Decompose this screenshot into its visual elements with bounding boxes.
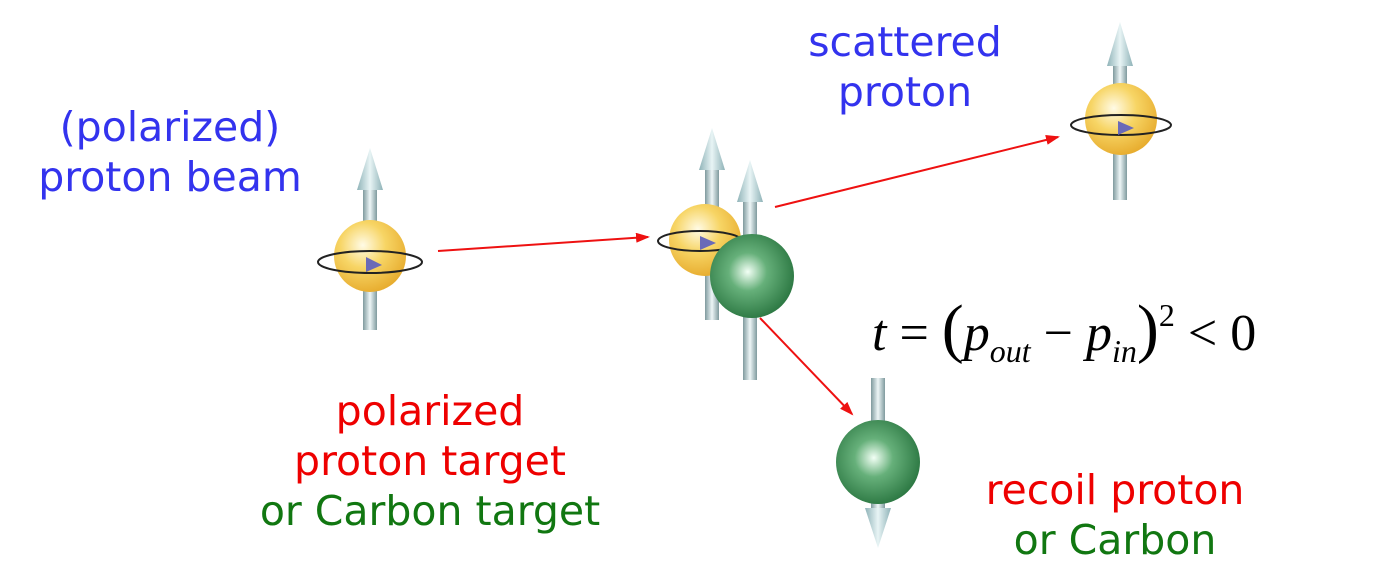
target-label-line2: proton target: [294, 437, 566, 485]
formula-t: t: [872, 305, 887, 362]
scattered-label-line2: proton: [837, 68, 973, 116]
formula-open-paren: (: [941, 292, 964, 365]
recoil-track: [759, 317, 854, 416]
scattered-proton-track: [774, 135, 1060, 208]
beam-label-line2: proton beam: [38, 153, 302, 201]
beam-proton: [317, 148, 423, 330]
incoming-beam-track: [437, 232, 650, 252]
recoil-label-line2: or Carbon: [1013, 516, 1217, 564]
formula-sub-in: in: [1111, 333, 1137, 369]
recoil-particle: [836, 378, 920, 548]
target-label-line3: or Carbon target: [259, 487, 601, 535]
beam-label: (polarized) proton beam: [20, 102, 320, 202]
formula-sub-out: out: [989, 333, 1031, 369]
recoil-label-line1: recoil proton: [985, 466, 1245, 514]
beam-label-line1: (polarized): [59, 103, 281, 151]
target-label: polarized proton target or Carbon target: [210, 386, 650, 536]
formula-minus: −: [1043, 305, 1073, 362]
scattered-label: scattered proton: [780, 17, 1030, 117]
formula-zero: 0: [1230, 305, 1257, 362]
formula-close-paren: ): [1136, 292, 1159, 365]
target-carbon: [710, 160, 794, 380]
scattered-proton-particle: [1070, 22, 1172, 200]
formula-less-than: <: [1187, 305, 1218, 362]
formula-exponent: 2: [1158, 297, 1175, 333]
target-label-line1: polarized: [335, 387, 525, 435]
formula-p-out: p: [963, 305, 990, 362]
formula-equals: =: [899, 305, 929, 362]
momentum-transfer-formula: t = (pout − pin)2 < 0: [872, 280, 1256, 386]
formula-p-in: p: [1085, 305, 1112, 362]
scattered-label-line1: scattered: [808, 18, 1002, 66]
recoil-label: recoil proton or Carbon: [950, 465, 1280, 565]
